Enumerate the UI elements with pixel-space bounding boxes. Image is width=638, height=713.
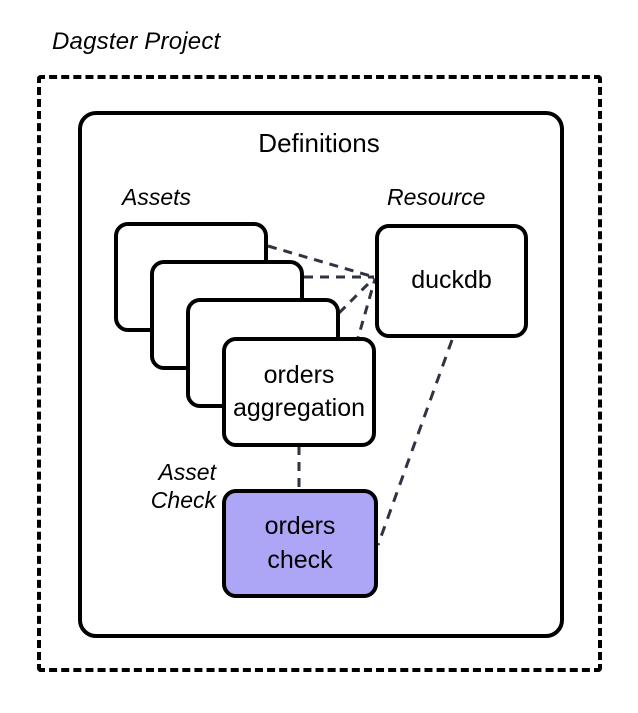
asset-node-orders-aggregation[interactable]: orders aggregation: [222, 337, 376, 447]
orders-check-line-1: orders: [264, 512, 336, 540]
resource-node-duckdb[interactable]: duckdb: [375, 224, 528, 338]
asset-check-node-orders-check[interactable]: orders check: [222, 489, 378, 598]
asset-check-label-line-2: Check: [150, 487, 216, 514]
project-boundary: [37, 75, 602, 672]
assets-group-label: Assets: [122, 184, 192, 210]
orders-aggregation-line-2: aggregation: [232, 394, 366, 422]
asset-check-label-line-1: Asset: [158, 459, 216, 485]
project-title: Dagster Project: [52, 28, 221, 55]
orders-check-line-2: check: [267, 545, 333, 574]
resource-group-label: Resource: [387, 184, 486, 210]
asset-check-group-label: Asset Check: [108, 458, 216, 514]
orders-aggregation-line-1: orders: [263, 360, 335, 389]
duckdb-label: duckdb: [411, 266, 492, 295]
definitions-title: Definitions: [258, 128, 380, 158]
